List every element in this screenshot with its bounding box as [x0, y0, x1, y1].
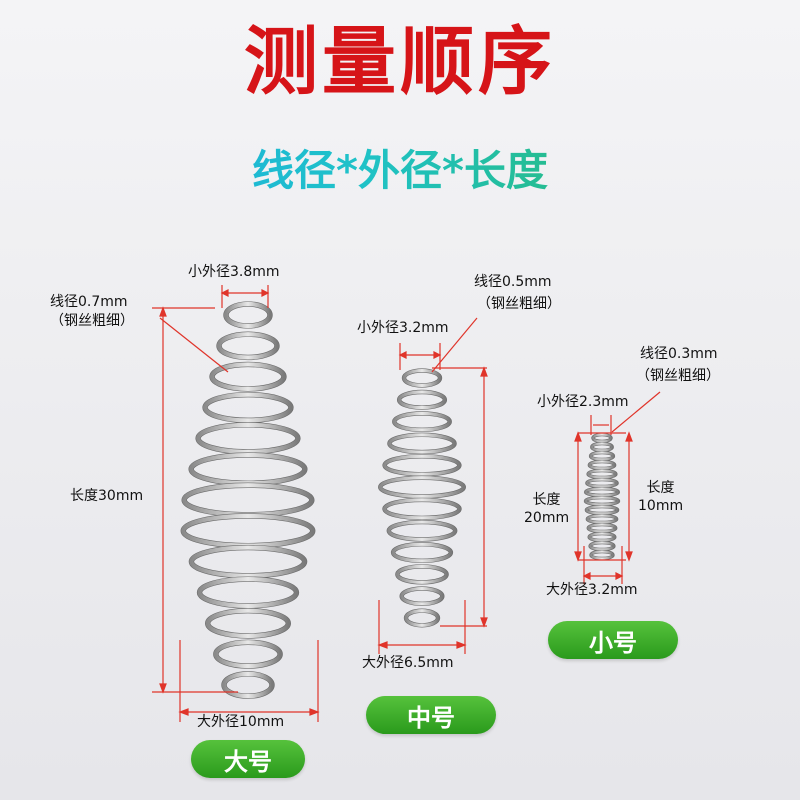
spring-coil	[585, 505, 619, 515]
spring-coil	[589, 550, 615, 560]
spring-coil	[400, 586, 444, 606]
small-length-b-line2: 10mm	[638, 497, 684, 514]
spring-coil	[391, 542, 453, 563]
spring-coil	[392, 411, 452, 432]
badge-large: 大号	[191, 740, 305, 778]
spring-coil	[196, 422, 300, 454]
dimension-lines	[152, 285, 661, 722]
spring-coil	[202, 392, 294, 423]
large-spring	[180, 301, 316, 699]
small-small-od-label: 小外径2.3mm	[537, 394, 629, 410]
small-length-b-line1: 长度	[646, 480, 675, 496]
large-wire-note: （钢丝粗细）	[50, 313, 134, 329]
spring-coil	[382, 498, 462, 520]
spring-coil	[216, 332, 280, 360]
medium-wire-note: （钢丝粗细）	[477, 296, 561, 312]
spring-coil	[383, 454, 461, 476]
spring-coil	[182, 483, 314, 517]
spring-coil	[205, 608, 291, 639]
small-wire-note: （钢丝粗细）	[636, 368, 720, 384]
spring-coil	[387, 433, 457, 454]
small-length-a-label: 长度 20mm	[524, 492, 569, 527]
spring-coil	[397, 390, 447, 410]
medium-wire-label: 线径0.5mm	[474, 274, 552, 290]
badge-medium: 中号	[366, 696, 496, 734]
spring-coil	[221, 671, 275, 699]
spring-coil	[584, 496, 620, 506]
spring-coil	[395, 564, 449, 584]
large-wire-label: 线径0.7mm	[50, 294, 128, 310]
page-title: 测量顺序	[244, 19, 556, 105]
large-length-label: 长度30mm	[70, 488, 144, 504]
spring-coil	[587, 523, 617, 533]
spring-coil	[197, 577, 299, 608]
spring-coil	[223, 301, 273, 329]
spring-coil	[402, 368, 442, 388]
spring-coil	[378, 476, 466, 499]
spring-coil	[189, 452, 307, 486]
large-large-od-label: 大外径10mm	[197, 714, 285, 730]
spring-coil	[589, 451, 615, 461]
spring-coil	[588, 541, 616, 551]
small-length-b-label: 长度 10mm	[638, 480, 683, 515]
small-length-a-line2: 20mm	[524, 509, 570, 526]
spring-coil	[586, 469, 618, 479]
spring-coil	[591, 433, 613, 443]
spring-coil	[588, 532, 616, 542]
medium-small-od-label: 小外径3.2mm	[357, 320, 449, 336]
spring-coil	[181, 513, 315, 548]
page-subtitle: 线径*外径*长度	[0, 147, 800, 194]
medium-large-od-label: 大外径6.5mm	[362, 655, 454, 671]
badge-small: 小号	[548, 621, 678, 659]
medium-spring	[378, 368, 466, 628]
spring-coil	[588, 460, 616, 470]
spring-coil	[213, 640, 283, 669]
spring-coil	[584, 487, 620, 497]
spring-coil	[585, 478, 619, 488]
spring-coil	[590, 442, 614, 452]
spring-coil	[404, 609, 440, 627]
spring-coil	[209, 362, 287, 392]
spring-coil	[387, 520, 457, 541]
spring-coil	[189, 545, 307, 578]
small-length-a-line1: 长度	[532, 492, 561, 508]
small-large-od-label: 大外径3.2mm	[546, 582, 638, 598]
spring-coil	[586, 514, 618, 524]
small-wire-label: 线径0.3mm	[640, 346, 718, 362]
small-spring	[583, 432, 621, 561]
large-small-od-label: 小外径3.8mm	[188, 264, 280, 280]
